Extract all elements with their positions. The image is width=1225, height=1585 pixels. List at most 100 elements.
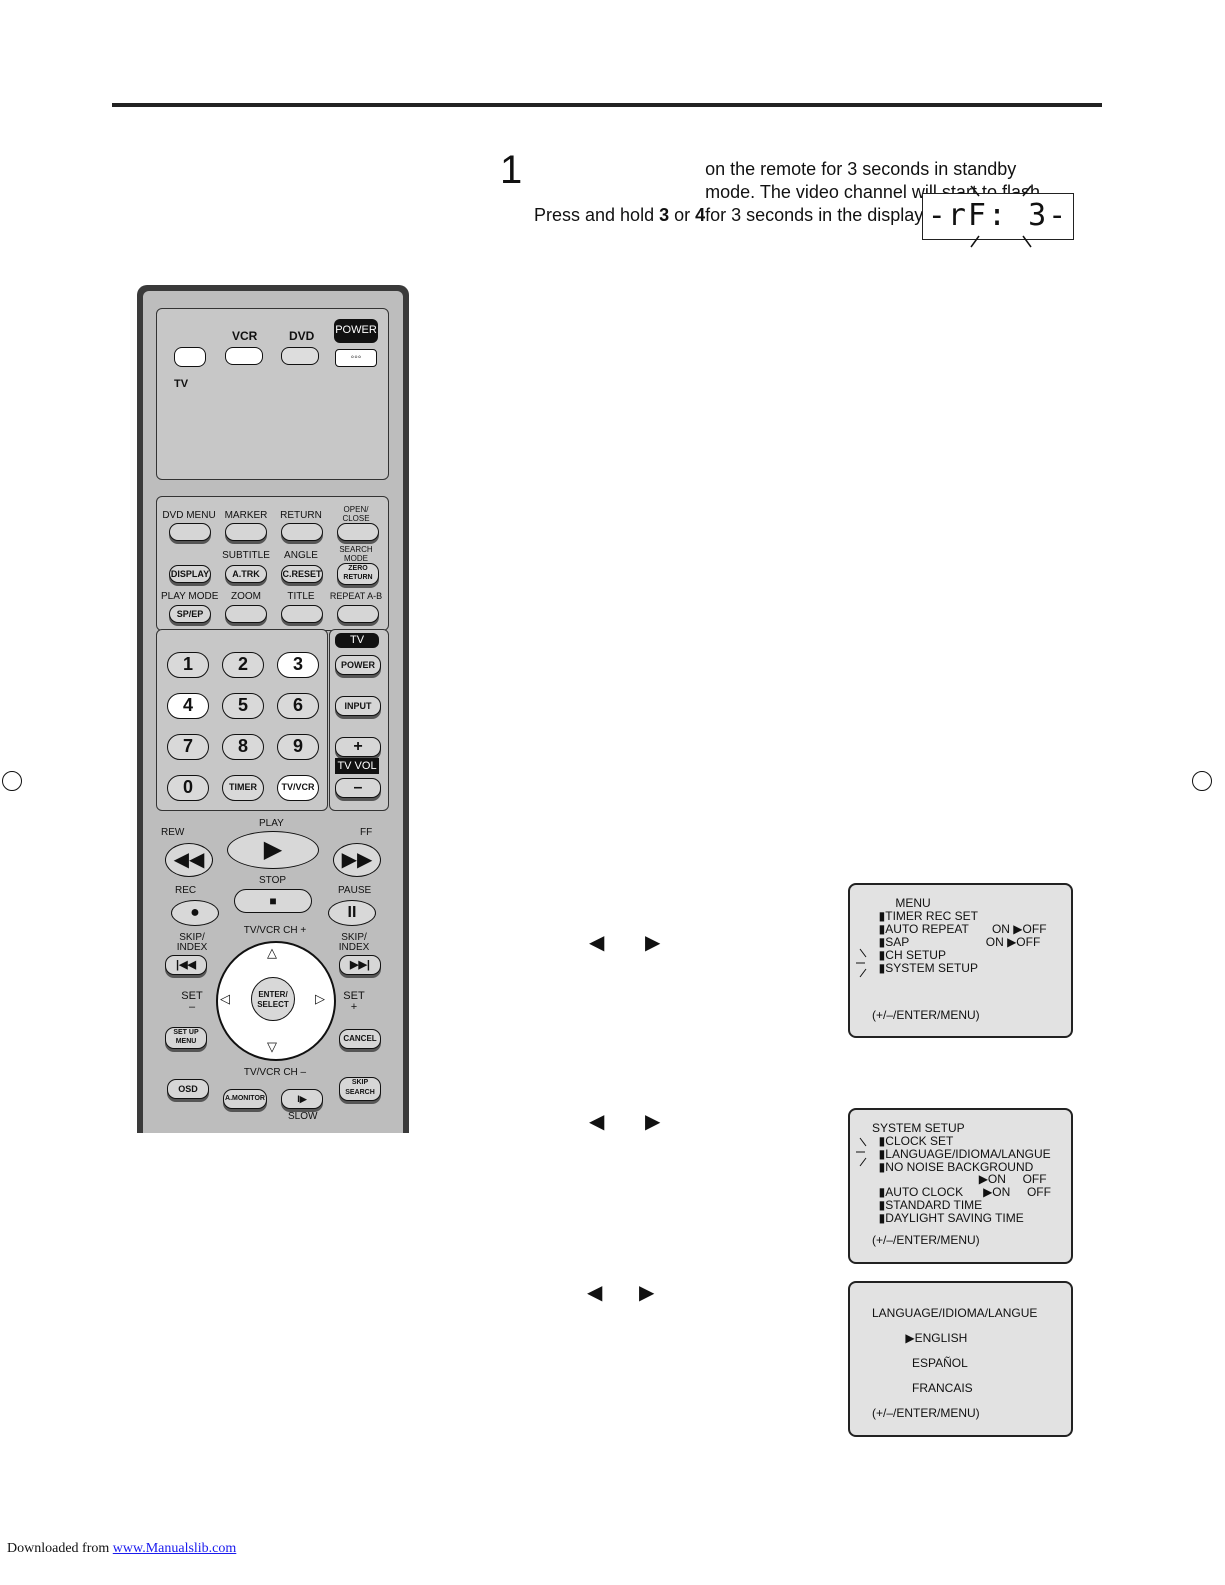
power-label: POWER xyxy=(334,319,378,343)
title-button[interactable] xyxy=(281,605,323,623)
cancel-button[interactable]: CANCEL xyxy=(339,1029,381,1049)
spep-button[interactable]: SP/EP xyxy=(169,605,211,623)
tv-vol-up-button[interactable]: + xyxy=(335,737,381,757)
skip-back-button[interactable]: |◀◀ xyxy=(165,955,207,975)
cursor-flash-icon xyxy=(856,948,867,978)
repeat-ab-button[interactable] xyxy=(337,605,379,623)
return-button[interactable] xyxy=(281,523,323,541)
remote-top-panel: TV VCR DVD POWER ◦◦◦ xyxy=(156,308,389,480)
fast-forward-button[interactable]: ▶▶ xyxy=(333,843,381,877)
dvd-menu-button[interactable] xyxy=(169,523,211,541)
setup-menu-button[interactable]: SET UP MENU xyxy=(165,1027,207,1049)
rec-label: REC xyxy=(175,885,197,896)
footer-link[interactable]: www.Manualslib.com xyxy=(112,1541,237,1556)
cursor-flash-icon xyxy=(856,1137,867,1167)
screen-line: ▮CLOCK SET xyxy=(872,1134,954,1148)
open-close-label: OPEN/ CLOSE xyxy=(342,505,370,523)
ch-down-label: TV/VCR CH – xyxy=(243,1067,307,1078)
number-7-button[interactable]: 7 xyxy=(167,734,209,760)
play-mode-label: PLAY MODE xyxy=(161,591,219,602)
right-arrow-icon: ▶ xyxy=(645,932,661,954)
tv-power-button[interactable]: POWER xyxy=(335,655,381,675)
skip-forward-button[interactable]: ▶▶| xyxy=(339,955,381,975)
screen-line: ▮AUTO CLOCK ▶ON OFF xyxy=(872,1185,1051,1199)
pause-button[interactable]: II xyxy=(328,900,376,926)
tv-vol-down-button[interactable]: – xyxy=(335,778,381,798)
set-plus-label: SET + xyxy=(343,990,365,1013)
osd-button[interactable]: OSD xyxy=(167,1079,209,1099)
zoom-button[interactable] xyxy=(225,605,267,623)
number-8-button[interactable]: 8 xyxy=(222,734,264,760)
footer: Downloaded from www.Manualslib.com xyxy=(7,1541,236,1557)
left-arrow-icon: ◀ xyxy=(589,932,605,954)
stop-button[interactable]: ■ xyxy=(234,889,312,913)
timer-button[interactable]: TIMER xyxy=(222,775,264,801)
vcr-label: VCR xyxy=(232,329,258,343)
step-number: 1 xyxy=(500,148,523,192)
nav-left-icon[interactable]: ◁ xyxy=(220,991,230,1006)
vcr-button[interactable] xyxy=(225,347,263,365)
number-5-button[interactable]: 5 xyxy=(222,693,264,719)
display-button[interactable]: DISPLAY xyxy=(169,565,211,583)
step-text-part: Press and hold xyxy=(534,205,660,225)
screen-line: ESPAÑOL xyxy=(872,1356,968,1370)
rew-label: REW xyxy=(161,827,185,838)
number-3-button[interactable]: 3 xyxy=(277,652,319,678)
rewind-button[interactable]: ◀◀ xyxy=(165,843,213,877)
creset-button[interactable]: C.RESET xyxy=(281,565,323,583)
record-button[interactable]: ● xyxy=(171,900,219,926)
display-window: -rF: 3- xyxy=(922,185,1074,248)
marker-label: MARKER xyxy=(224,510,268,521)
ff-label: FF xyxy=(360,827,373,838)
marker-button[interactable] xyxy=(225,523,267,541)
slow-button[interactable]: I▶ xyxy=(281,1089,323,1109)
tv-header: TV xyxy=(335,633,379,648)
screen-line: ▶ON OFF xyxy=(872,1172,1047,1186)
screen-line: FRANCAIS xyxy=(872,1381,973,1395)
skip-index-left-label: SKIP/ INDEX xyxy=(176,932,208,953)
right-arrow-icon: ▶ xyxy=(639,1282,655,1304)
number-0-button[interactable]: 0 xyxy=(167,775,209,801)
screen-hint: (+/–/ENTER/MENU) xyxy=(872,1233,980,1247)
atrk-button[interactable]: A.TRK xyxy=(225,565,267,583)
number-9-button[interactable]: 9 xyxy=(277,734,319,760)
enter-select-button[interactable]: ENTER/ SELECT xyxy=(251,977,295,1021)
tv-input-button[interactable]: INPUT xyxy=(335,696,381,716)
slow-label: SLOW xyxy=(288,1111,318,1122)
screen-line: MENU xyxy=(872,896,931,910)
nav-right-icon[interactable]: ▷ xyxy=(315,991,325,1006)
zero-return-button[interactable]: ZERO RETURN xyxy=(337,563,379,585)
number-1-button[interactable]: 1 xyxy=(167,652,209,678)
mode-switch[interactable] xyxy=(174,347,206,367)
step-text-part: or xyxy=(669,205,696,225)
display-window-text: -rF: 3- xyxy=(927,198,1069,233)
nav-up-icon[interactable]: △ xyxy=(267,945,277,960)
screen-line: SYSTEM SETUP xyxy=(872,1121,965,1135)
ch-up-label: TV/VCR CH + xyxy=(243,925,307,936)
zoom-label: ZOOM xyxy=(231,591,261,602)
subtitle-label: SUBTITLE xyxy=(222,550,270,561)
title-label: TITLE xyxy=(287,591,315,602)
dvd-button[interactable] xyxy=(281,347,319,365)
play-button[interactable]: ▶ xyxy=(227,831,319,869)
left-arrow-icon: ◀ xyxy=(587,1282,603,1304)
open-close-button[interactable] xyxy=(337,523,379,541)
dvd-button-panel: DVD MENU MARKER RETURN OPEN/ CLOSE SUBTI… xyxy=(156,496,389,631)
pause-label: PAUSE xyxy=(338,885,372,896)
number-4-button[interactable]: 4 xyxy=(167,693,209,719)
screen-line: ▮STANDARD TIME xyxy=(872,1198,983,1212)
dvd-label: DVD xyxy=(289,329,315,343)
screen-line: ▮LANGUAGE/IDIOMA/LANGUE xyxy=(872,1147,1051,1161)
screen-line: ▮SAP ON ▶OFF xyxy=(872,935,1041,949)
number-6-button[interactable]: 6 xyxy=(277,693,319,719)
number-2-button[interactable]: 2 xyxy=(222,652,264,678)
tv-vcr-button[interactable]: TV/VCR xyxy=(277,775,319,801)
dvd-menu-label: DVD MENU xyxy=(162,510,216,521)
nav-down-icon[interactable]: ▽ xyxy=(267,1039,277,1054)
registration-mark-icon xyxy=(2,771,22,791)
skip-search-button[interactable]: SKIP SEARCH xyxy=(339,1077,381,1101)
power-button[interactable]: ◦◦◦ xyxy=(335,349,377,367)
a-monitor-button[interactable]: A.MONITOR xyxy=(223,1089,267,1109)
screen-line: ▮TIMER REC SET xyxy=(872,909,978,923)
play-label: PLAY xyxy=(259,818,284,829)
